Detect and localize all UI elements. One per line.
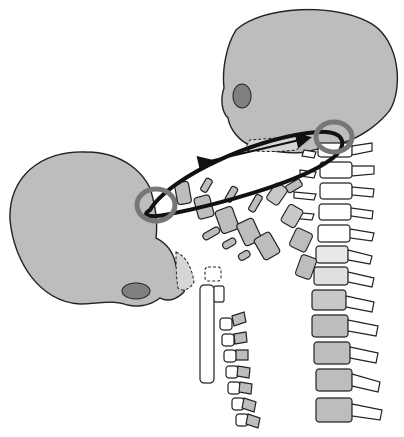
flexed-spinous-1 xyxy=(200,177,213,193)
flexed-lower-spine xyxy=(200,285,260,428)
upright-vertebra-7 xyxy=(314,267,348,285)
flexed-small-segment-2 xyxy=(221,237,237,250)
upright-vertebra-8 xyxy=(312,290,346,310)
upright-vertebra-6 xyxy=(316,246,348,263)
flexed-lower-column-left xyxy=(200,285,214,383)
flexed-spinous-3 xyxy=(248,194,263,213)
upright-vertebra-5 xyxy=(318,225,350,242)
right-segment-2 xyxy=(280,203,304,228)
upright-vertebra-9 xyxy=(312,315,348,337)
upright-vertebra-3 xyxy=(320,183,352,199)
upright-vertebra-4 xyxy=(319,204,351,220)
upright-cervical-spine xyxy=(290,143,382,422)
upright-vertebra-12 xyxy=(316,398,352,422)
flexed-jaw xyxy=(176,252,194,290)
flexed-hyoid xyxy=(205,267,221,281)
flexed-orbit xyxy=(122,283,150,299)
flexed-small-segment-3 xyxy=(237,249,251,261)
right-segment-3 xyxy=(289,227,314,253)
upright-vertebra-10 xyxy=(314,342,350,364)
upright-vertebra-11 xyxy=(316,369,352,391)
flexed-cranium xyxy=(10,152,185,306)
flexed-small-segment-1 xyxy=(202,226,221,241)
upright-orbit xyxy=(233,84,251,108)
